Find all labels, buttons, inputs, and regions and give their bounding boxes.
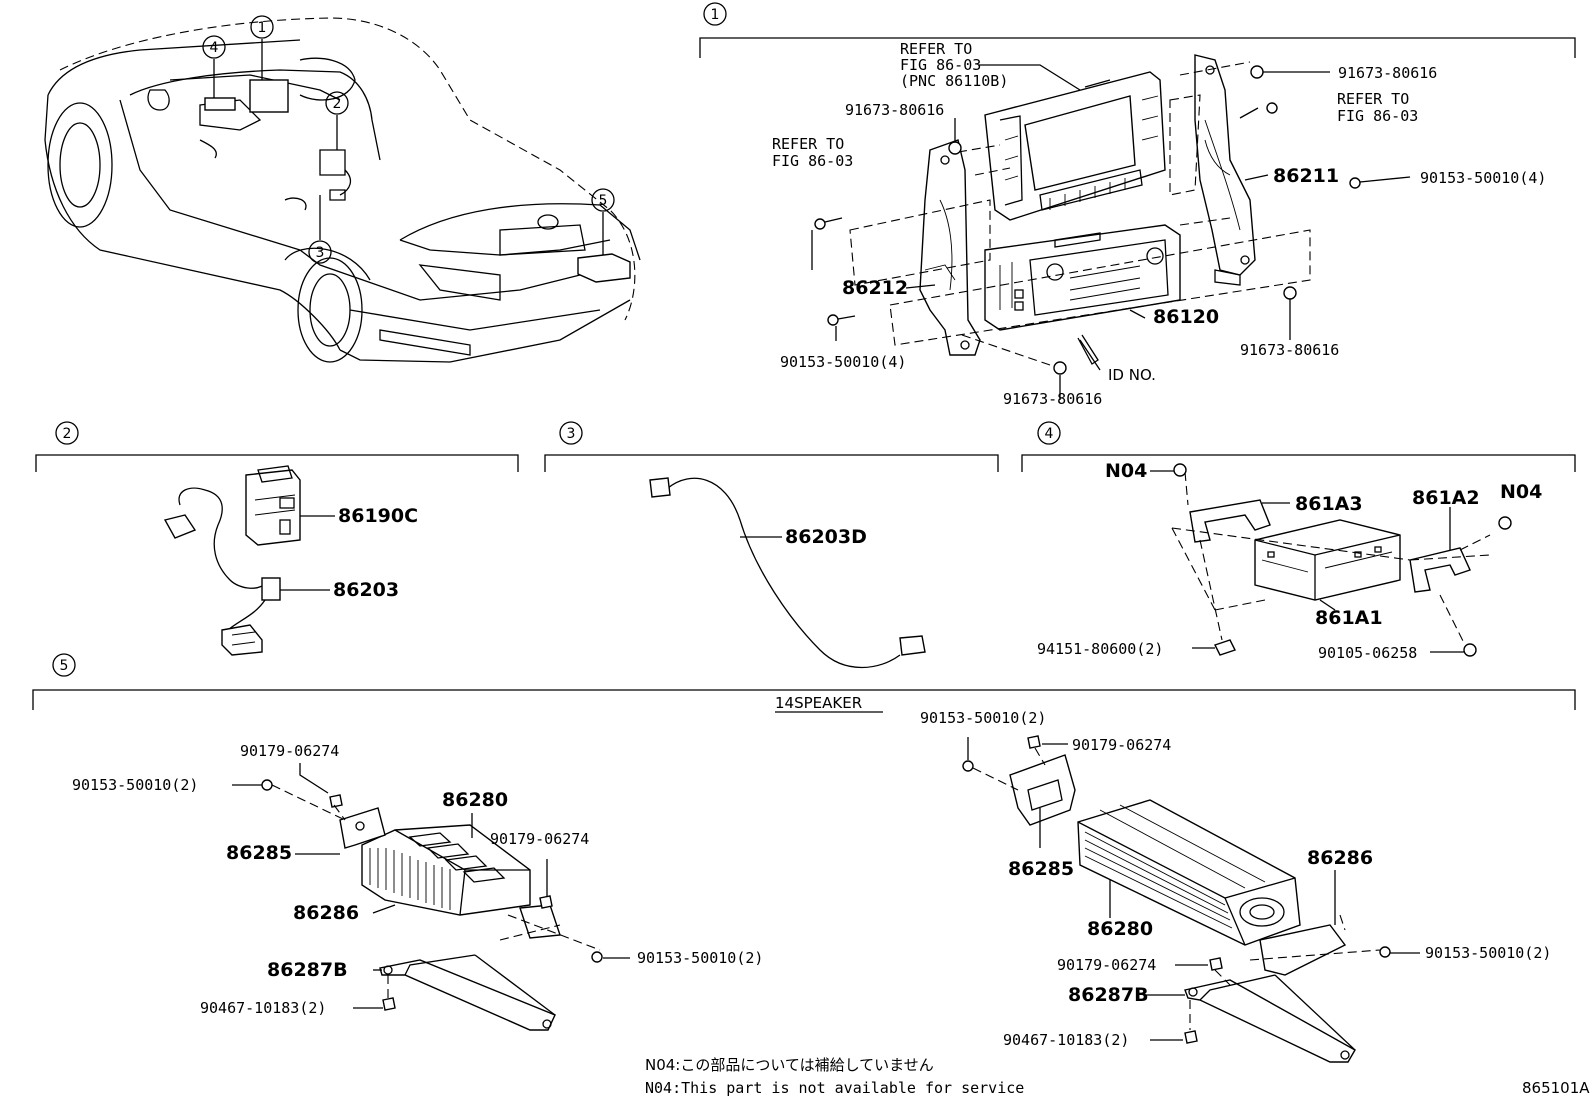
part-86212: 86212 xyxy=(842,277,908,299)
part-91673-a: 91673-80616 xyxy=(845,101,944,119)
part-861a3: 861A3 xyxy=(1295,493,1363,515)
right-part-90153-b: 90153-50010(2) xyxy=(1425,944,1551,962)
car-overview: 1 2 3 4 5 xyxy=(44,15,641,363)
svg-text:1: 1 xyxy=(258,20,267,36)
switch-86190c xyxy=(245,465,301,546)
right-part-90153-a: 90153-50010(2) xyxy=(920,709,1046,727)
section-3: 3 86203D xyxy=(544,421,999,669)
cable-86203d xyxy=(649,477,926,669)
svg-text:3: 3 xyxy=(316,245,325,261)
left-part-90153-b: 90153-50010(2) xyxy=(637,949,763,967)
display-unit xyxy=(984,71,1166,221)
left-part-90179-a: 90179-06274 xyxy=(240,742,339,760)
refer-label-1a: REFER TO xyxy=(900,40,972,58)
right-part-90179-b: 90179-06274 xyxy=(1057,956,1156,974)
screw-90153-d xyxy=(1266,102,1278,114)
screw-91673-c xyxy=(1283,286,1297,340)
screw-90153-b xyxy=(827,314,856,326)
part-90153-b: 90153-50010(4) xyxy=(780,353,906,371)
part-n04-b: N04 xyxy=(1500,481,1542,503)
caption-14speaker: 14SPEAKER xyxy=(775,694,862,712)
left-part-86287b: 86287B xyxy=(267,959,348,981)
part-86120: 86120 xyxy=(1153,306,1219,328)
part-91673-b: 91673-80616 xyxy=(1338,64,1437,82)
section-5: 5 14SPEAKER xyxy=(32,653,1576,1063)
bracket-86212 xyxy=(919,139,981,356)
svg-text:5: 5 xyxy=(60,658,69,674)
svg-text:3: 3 xyxy=(567,426,576,442)
module-861a1 xyxy=(1254,519,1401,601)
car-callout-4: 4 xyxy=(202,35,226,98)
svg-text:1: 1 xyxy=(711,7,720,23)
part-90105: 90105-06258 xyxy=(1318,644,1417,662)
svg-text:4: 4 xyxy=(210,40,219,56)
part-91673-d: 91673-80616 xyxy=(1003,390,1102,408)
drawing-code: 865101A xyxy=(1522,1079,1590,1097)
cable-86203 xyxy=(163,487,281,656)
left-part-86286: 86286 xyxy=(293,902,359,924)
bracket-86211 xyxy=(1194,54,1256,286)
part-n04-a: N04 xyxy=(1105,460,1147,482)
left-part-90153-a: 90153-50010(2) xyxy=(72,776,198,794)
left-part-90467: 90467-10183(2) xyxy=(200,999,326,1017)
svg-text:4: 4 xyxy=(1045,426,1054,442)
section-4: 4 xyxy=(1021,421,1576,662)
note-english: N04:This part is not available for servi… xyxy=(645,1079,1024,1097)
right-part-90179-a: 90179-06274 xyxy=(1072,736,1171,754)
svg-text:2: 2 xyxy=(63,426,72,442)
refer-label-3b: FIG 86-03 xyxy=(1337,107,1418,125)
part-861a1: 861A1 xyxy=(1315,607,1383,629)
svg-text:2: 2 xyxy=(333,96,342,112)
left-part-86280: 86280 xyxy=(442,789,508,811)
right-part-86286: 86286 xyxy=(1307,847,1373,869)
screw-91673-a xyxy=(948,118,962,155)
part-90153-a: 90153-50010(4) xyxy=(1420,169,1546,187)
right-part-86280: 86280 xyxy=(1087,918,1153,940)
radio-unit-86120 xyxy=(984,224,1181,331)
part-861a2: 861A2 xyxy=(1412,487,1480,509)
part-86203: 86203 xyxy=(333,579,399,601)
amplifier-right xyxy=(962,735,1420,1063)
left-part-86285: 86285 xyxy=(226,842,292,864)
right-part-90467: 90467-10183(2) xyxy=(1003,1031,1129,1049)
right-part-86287b: 86287B xyxy=(1068,984,1149,1006)
svg-text:5: 5 xyxy=(599,193,608,209)
part-91673-c: 91673-80616 xyxy=(1240,341,1339,359)
car-callout-5: 5 xyxy=(591,188,615,255)
car-callout-2: 2 xyxy=(325,91,349,150)
screw-91673-b xyxy=(1250,65,1264,79)
section-2: 2 86190C 86203 xyxy=(35,421,519,656)
screw-90153-c xyxy=(1349,177,1361,189)
refer-label-2b: FIG 86-03 xyxy=(772,152,853,170)
refer-label-1b: FIG 86-03 xyxy=(900,56,981,74)
part-86211: 86211 xyxy=(1273,165,1339,187)
part-86190c: 86190C xyxy=(338,505,418,527)
section-1: 1 xyxy=(699,2,1576,408)
car-callout-1: 1 xyxy=(250,15,274,80)
refer-label-3a: REFER TO xyxy=(1337,90,1409,108)
amplifier-left xyxy=(232,763,630,1031)
refer-label-2a: REFER TO xyxy=(772,135,844,153)
part-94151: 94151-80600(2) xyxy=(1037,640,1163,658)
screw-90153-a xyxy=(814,217,843,230)
car-callout-3: 3 xyxy=(308,195,332,264)
screw-91673-d xyxy=(1053,361,1067,375)
part-86203d: 86203D xyxy=(785,526,867,548)
left-part-90179-b: 90179-06274 xyxy=(490,830,589,848)
refer-label-1c: (PNC 86110B) xyxy=(900,72,1008,90)
note-japanese: N04:この部品については補給していません xyxy=(645,1056,934,1074)
right-part-86285: 86285 xyxy=(1008,858,1074,880)
id-no-label: ID NO. xyxy=(1108,366,1156,384)
